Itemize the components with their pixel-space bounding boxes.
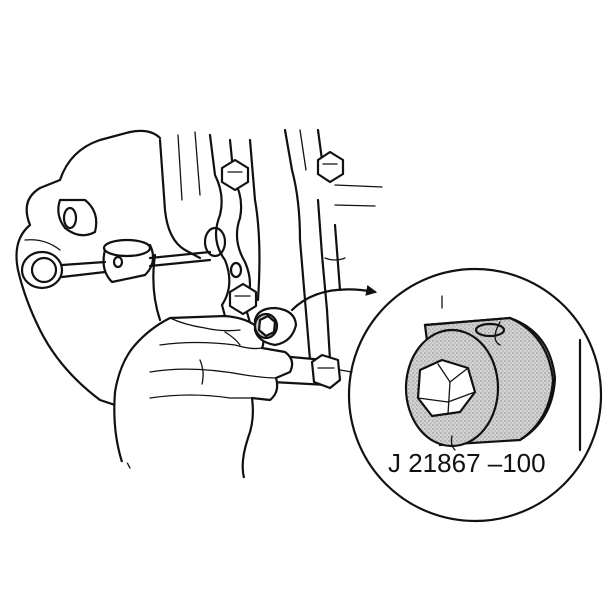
front-cover-plate [203, 128, 383, 362]
engine-block-casting [15, 129, 202, 469]
bolt-middle [228, 282, 258, 316]
hex-bolt-detail [416, 358, 477, 418]
detail-view-circle [347, 267, 603, 523]
tool-part-number-callout: J 21867 –100 [388, 448, 546, 478]
tool-in-hand [253, 306, 298, 347]
detail-arrow [290, 285, 378, 312]
alignment-dowel [102, 238, 212, 284]
callout-leader-line [450, 435, 456, 451]
bolt-upper-left [220, 158, 250, 192]
detail-tick-marks [441, 295, 582, 452]
seal-ring-left [20, 250, 107, 290]
bolt-upper-right [316, 150, 345, 184]
